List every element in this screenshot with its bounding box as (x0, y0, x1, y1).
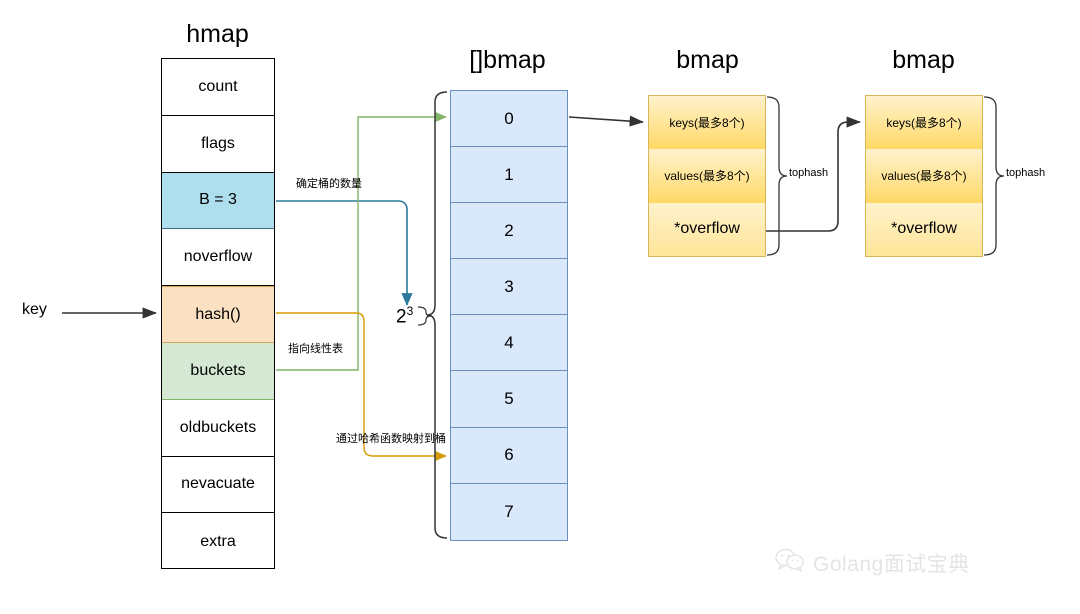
hmap-field-flags: flags (162, 116, 274, 173)
wechat-icon (775, 548, 805, 578)
bmap-box-second: keys(最多8个) values(最多8个) *overflow (865, 95, 983, 257)
bmap-second-keys: keys(最多8个) (866, 96, 982, 150)
bucket-array-table: 0 1 2 3 4 5 6 7 (450, 90, 568, 541)
bucket-index-1: 1 (451, 147, 567, 204)
title-bmap-slice: []bmap (469, 46, 546, 74)
bucket-index-6: 6 (451, 428, 567, 484)
hmap-field-nevacuate: nevacuate (162, 457, 274, 514)
hmap-struct-table: count flags B = 3 noverflow hash() bucke… (161, 58, 275, 569)
bucket-index-4: 4 (451, 315, 567, 372)
label-points-to-linear-list: 指向线性表 (288, 343, 343, 355)
hmap-field-buckets: buckets (162, 342, 274, 400)
bmap-second-values: values(最多8个) (866, 149, 982, 203)
label-determine-bucket-count: 确定桶的数量 (296, 178, 362, 190)
title-bmap-first: bmap (676, 46, 739, 74)
arrow-buckets-to-bucket-array (276, 112, 447, 371)
hmap-field-count: count (162, 59, 274, 116)
label-two-power-three: 23 (396, 305, 413, 326)
bucket-index-2: 2 (451, 203, 567, 260)
bmap-first-overflow: *overflow (649, 202, 765, 256)
title-hmap: hmap (186, 20, 249, 48)
power-base: 2 (396, 306, 407, 328)
brace-power-to-array (417, 306, 432, 326)
bmap-first-keys: keys(最多8个) (649, 96, 765, 150)
brace-tophash-first (766, 96, 788, 256)
watermark-text: Golang面试宝典 (813, 553, 970, 576)
arrow-bucket0-to-bmap1 (568, 115, 644, 127)
arrow-b-to-power (276, 200, 413, 306)
bucket-index-3: 3 (451, 259, 567, 316)
hmap-field-hash: hash() (162, 286, 274, 343)
bucket-index-5: 5 (451, 371, 567, 428)
bucket-index-7: 7 (504, 501, 514, 521)
brace-tophash-second (983, 96, 1005, 256)
title-bmap-second: bmap (892, 46, 955, 74)
hmap-field-oldbuckets: oldbuckets (162, 400, 274, 457)
label-key: key (22, 301, 47, 318)
hmap-field-noverflow: noverflow (162, 229, 274, 287)
bmap-box-first: keys(最多8个) values(最多8个) *overflow (648, 95, 766, 257)
label-map-to-bucket-via-hash: 通过哈希函数映射到桶 (336, 433, 446, 445)
bmap-second-overflow: *overflow (866, 202, 982, 256)
watermark: Golang面试宝典 (775, 548, 970, 578)
hmap-field-extra: extra (200, 532, 236, 550)
hmap-field-b: B = 3 (162, 172, 274, 230)
bucket-index-0: 0 (451, 91, 567, 148)
brace-bucket-array (426, 91, 448, 539)
bmap-first-values: values(最多8个) (649, 149, 765, 203)
label-tophash-first: tophash (789, 167, 829, 179)
power-exponent: 3 (406, 304, 414, 318)
label-tophash-second: tophash (1006, 167, 1046, 179)
